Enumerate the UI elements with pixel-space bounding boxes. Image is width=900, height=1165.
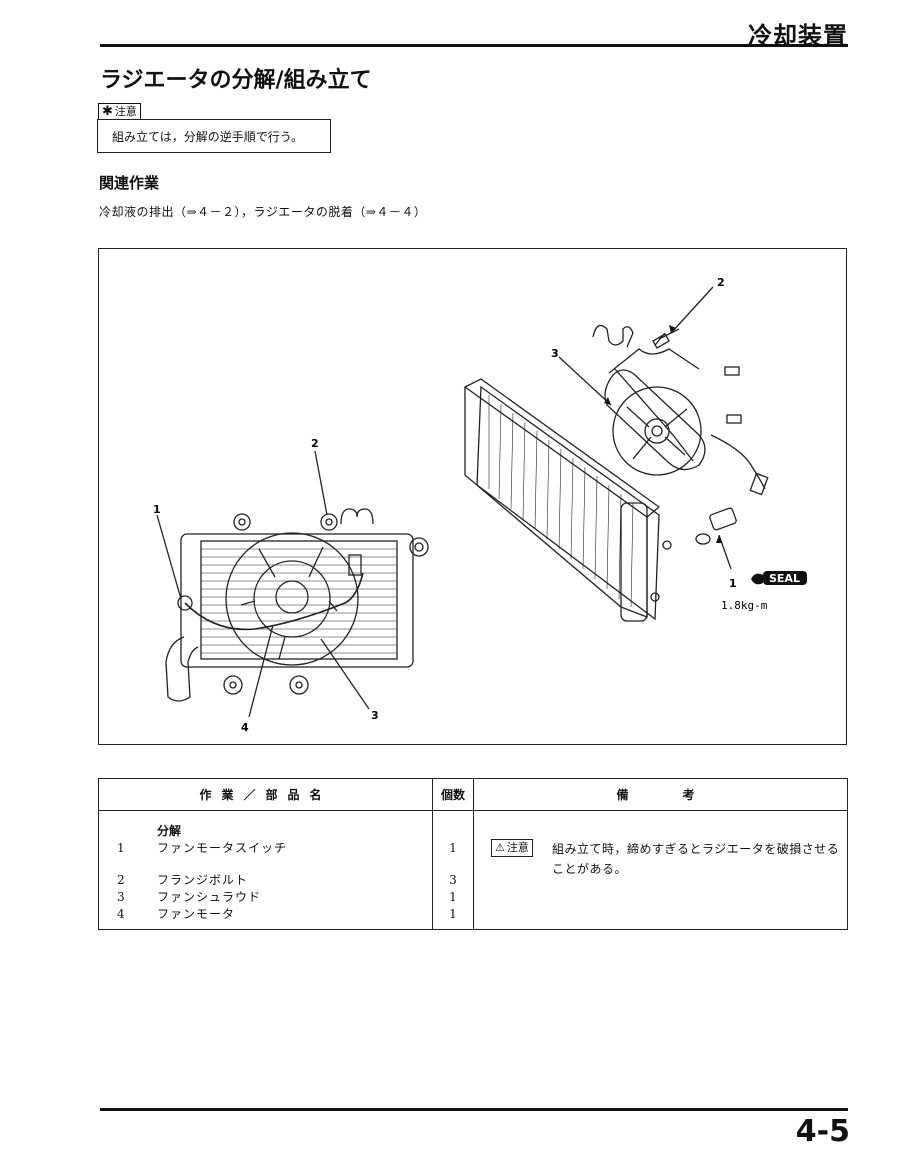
callout-front-1: 1 xyxy=(153,503,161,516)
row-part-name: フランジボルト xyxy=(157,873,249,887)
caution-box: 組み立ては，分解の逆手順で行う。 xyxy=(97,119,331,153)
radiator-illustration: 1 2 3 4 1 2 3 SEAL 1.8kg-m xyxy=(153,276,807,734)
radiator-figure: 1 2 3 4 1 2 3 SEAL 1.8kg-m xyxy=(98,248,847,745)
footer-rule xyxy=(100,1108,848,1111)
row-qty: 1 xyxy=(449,841,457,855)
table-row: 2 フランジボルト xyxy=(99,872,432,888)
row-number: 3 xyxy=(117,890,125,904)
callout-exploded-2: 2 xyxy=(717,276,725,289)
header-parts: 作業／部品名 xyxy=(98,778,433,811)
row-part-name: ファンシュラウド xyxy=(157,890,262,904)
row-qty: 1 xyxy=(449,907,457,921)
related-work-text: 冷却液の排出（⇒４－２），ラジエータの脱着（⇒４－４） xyxy=(99,205,427,219)
notes-cell: ⚠ 注意 組み立て時，締めすぎるとラジエータを破損させることがある。 xyxy=(474,811,847,929)
header-rule xyxy=(100,44,848,47)
row-part-name: ファンモータスイッチ xyxy=(157,841,288,855)
callout-front-2: 2 xyxy=(311,437,319,450)
parts-table: 作業／部品名 個数 備 考 分解 1 ファンモータスイッチ 2 フランジボルト … xyxy=(98,778,848,930)
row-number: 2 xyxy=(117,873,125,887)
callout-exploded-3: 3 xyxy=(551,347,559,360)
qty-list: 1 3 1 1 xyxy=(433,811,473,929)
parts-list: 分解 1 ファンモータスイッチ 2 フランジボルト 3 ファンシュラウド 4 フ… xyxy=(99,811,432,929)
warning-triangle-icon: ⚠ xyxy=(495,841,505,854)
callout-front-3: 3 xyxy=(371,709,379,722)
group-label: 分解 xyxy=(157,824,182,838)
table-row: 3 ファンシュラウド xyxy=(99,889,432,905)
row-part-name: ファンモータ xyxy=(157,907,236,921)
note-caution-text: 注意 xyxy=(506,841,529,854)
header-qty: 個数 xyxy=(432,778,474,811)
note-caution-label: ⚠ 注意 xyxy=(491,839,533,857)
page-title: ラジエータの分解/組み立て xyxy=(100,68,372,93)
caution-label: ✱ 注意 xyxy=(98,103,141,120)
page-number: 4-5 xyxy=(795,1114,850,1149)
related-work-heading: 関連作業 xyxy=(99,174,160,192)
torque-value: 1.8kg-m xyxy=(721,599,768,612)
caution-star-icon: ✱ xyxy=(102,104,113,119)
callout-front-4: 4 xyxy=(241,721,249,734)
seal-badge: SEAL xyxy=(769,572,800,585)
radiator-exploded-view xyxy=(463,286,769,622)
row-qty: 1 xyxy=(449,890,457,904)
radiator-front-view xyxy=(156,450,429,718)
header-notes: 備 考 xyxy=(473,778,848,811)
callout-exploded-1: 1 xyxy=(729,577,737,590)
row-number: 1 xyxy=(117,841,125,855)
table-row: 1 ファンモータスイッチ xyxy=(99,840,432,856)
row-number: 4 xyxy=(117,907,125,921)
note-text: 組み立て時，締めすぎるとラジエータを破損させることがある。 xyxy=(552,842,840,876)
row-qty: 3 xyxy=(449,873,457,887)
caution-label-text: 注意 xyxy=(114,105,137,118)
table-row: 4 ファンモータ xyxy=(99,906,432,922)
